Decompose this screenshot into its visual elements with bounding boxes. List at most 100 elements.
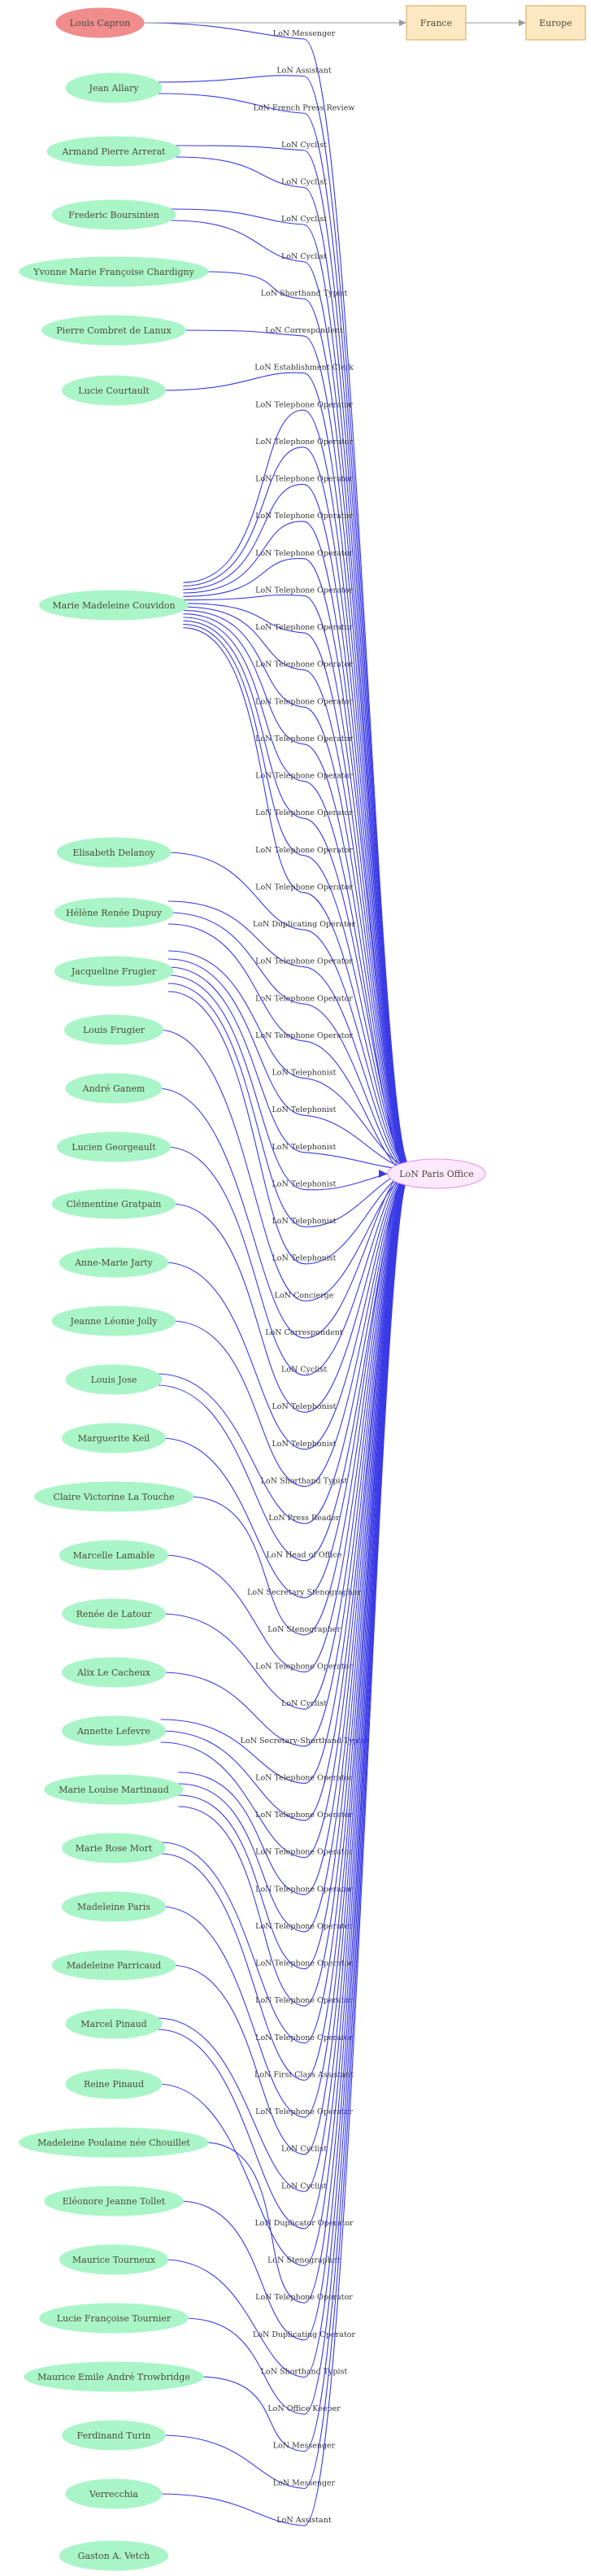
edge-marcel-pinaud-2 <box>156 1170 411 2229</box>
edge-label: LoN Telephone Operator <box>255 1996 353 2005</box>
node-person-madeleine-poulaine-nee-chouillet[interactable]: Madeleine Poulaine née Chouillet <box>19 2127 209 2158</box>
edge-jacqueline-frugier-6 <box>167 991 411 1265</box>
edge-annette-lefevre-3 <box>160 1166 411 1859</box>
node-person-reine-pinaud[interactable]: Reine Pinaud <box>65 2068 163 2099</box>
edge-marie-madeleine-couvidon-13 <box>183 624 411 1169</box>
node-person-clementine-gratpain[interactable]: Clémentine Gratpain <box>51 1188 176 1219</box>
node-person-lucien-georgeault[interactable]: Lucien Georgeault <box>56 1131 172 1162</box>
node-person-anne-marie-jarty[interactable]: Anne-Marie Jarty <box>59 1247 169 1278</box>
edge-label: LoN Telephone Operator <box>255 512 353 521</box>
node-person-lucie-francoise-tournier[interactable]: Lucie Françoise Tournier <box>39 2303 189 2334</box>
node-country-france[interactable]: France <box>406 5 467 41</box>
edge-marie-madeleine-couvidon-10 <box>183 613 411 1174</box>
edge-jacqueline-frugier-4 <box>167 974 411 1191</box>
node-person-marie-louise-martinaud[interactable]: Marie Louise Martinaud <box>44 1774 184 1805</box>
node-person-ferdinand-turin[interactable]: Ferdinand Turin <box>62 2420 166 2451</box>
edge-armand-pierre-arrerat-1 <box>176 145 411 1171</box>
node-person-alix-le-cacheux[interactable]: Alix Le Cacheux <box>62 1657 166 1688</box>
node-person-marcel-pinaud[interactable]: Marcel Pinaud <box>65 2008 163 2039</box>
node-person-armand-pierre-arrerat[interactable]: Armand Pierre Arrerat <box>46 136 181 167</box>
node-person-louis-jose[interactable]: Louis Jose <box>65 1364 163 1395</box>
edge-frederic-boursinien-1 <box>170 208 411 1174</box>
edge-helene-renee-dupuy-1 <box>167 900 411 1173</box>
edge-label: LoN Telephone Operator <box>255 846 353 855</box>
node-person-jeanne-leonie-jolly[interactable]: Jeanne Léonie Jolly <box>51 1305 176 1336</box>
node-label: Marcel Pinaud <box>80 2019 146 2029</box>
node-person-marie-rose-mort[interactable]: Marie Rose Mort <box>62 1833 166 1863</box>
edge-label: LoN Correspondent <box>265 1328 343 1337</box>
node-person-frederic-boursinien[interactable]: Frederic Boursinien <box>51 199 176 230</box>
edge-label: LoN French Press Review <box>254 103 355 112</box>
edge-label: LoN Telephone Operator <box>255 1663 353 1672</box>
edge-label: LoN Stenographer <box>267 1625 341 1634</box>
node-person-claire-victorine-la-touche[interactable]: Claire Victorine La Touche <box>33 1481 194 1512</box>
edge-label: LoN Telephone Operator <box>255 549 353 558</box>
node-label: Verrecchia <box>89 2489 138 2500</box>
node-person-gaston-a-vetch[interactable]: Gaston A. Vetch <box>59 2540 169 2571</box>
edge-label: LoN Cyclist <box>281 215 327 224</box>
node-label: Louis Jose <box>91 1375 137 1385</box>
node-label: Alix Le Cacheux <box>76 1667 151 1678</box>
node-person-maurice-emile-andre-trowbridge[interactable]: Maurice Emile André Trowbridge <box>24 2361 204 2392</box>
node-person-pierre-combret-de-lanux[interactable]: Pierre Combret de Lanux <box>41 315 186 346</box>
edge-label: LoN Telephonist <box>272 1254 336 1263</box>
node-label: André Ganem <box>82 1083 146 1094</box>
node-person-maurice-tourneux[interactable]: Maurice Tourneux <box>59 2244 169 2275</box>
edge-marie-madeleine-couvidon-9 <box>183 609 411 1173</box>
node-label: Pierre Combret de Lanux <box>56 325 172 336</box>
edge-jeanne-leonie-jolly-1 <box>170 1171 411 1488</box>
edge-label: LoN Telephone Operator <box>255 697 353 706</box>
node-person-jacqueline-frugier[interactable]: Jacqueline Frugier <box>54 956 174 987</box>
node-label: Louis Frugier <box>83 1025 146 1035</box>
edge-label: LoN Press Reader <box>268 1514 340 1523</box>
node-person-marcelle-lamable[interactable]: Marcelle Lamable <box>59 1540 169 1571</box>
node-person-madeleine-parricaud[interactable]: Madeleine Parricaud <box>51 1950 176 1981</box>
edge-clementine-gratpain-1 <box>170 1168 411 1413</box>
node-label: Marguerite Keil <box>78 1433 150 1444</box>
edge-label: LoN Cyclist <box>281 2182 327 2190</box>
node-person-jean-allary[interactable]: Jean Allary <box>65 72 163 103</box>
node-person-elisabeth-delanoy[interactable]: Elisabeth Delanoy <box>56 837 172 868</box>
node-person-lucie-courtault[interactable]: Lucie Courtault <box>62 375 166 406</box>
edge-label: LoN Telephone Operator <box>255 734 353 743</box>
node-person-marguerite-keil[interactable]: Marguerite Keil <box>62 1423 166 1454</box>
node-label: Ferdinand Turin <box>77 2430 151 2441</box>
edge-jean-allary-2 <box>156 93 411 1170</box>
edge-label: LoN Telephone Operator <box>255 438 353 447</box>
edge-elisabeth-delanoy-1 <box>165 852 411 1171</box>
node-person-madeleine-paris[interactable]: Madeleine Paris <box>62 1891 166 1922</box>
node-label: Clémentine Gratpain <box>67 1199 162 1210</box>
node-label: Armand Pierre Arrerat <box>62 146 167 157</box>
edge-label: LoN Duplicating Operator <box>253 920 356 929</box>
edge-label: LoN Telephone Operator <box>255 660 353 669</box>
edge-lucie-courtault-1 <box>160 372 411 1170</box>
edge-label: LoN Telephone Operator <box>255 2107 353 2116</box>
node-root[interactable]: Louis Capron <box>55 7 145 38</box>
node-person-verrecchia[interactable]: Verrecchia <box>65 2478 163 2509</box>
node-person-annette-lefevre[interactable]: Annette Lefevre <box>62 1715 166 1746</box>
node-person-helene-renee-dupuy[interactable]: Hélène Renée Dupuy <box>54 897 174 928</box>
node-person-renee-de-latour[interactable]: Renée de Latour <box>62 1598 166 1629</box>
node-person-louis-frugier[interactable]: Louis Frugier <box>64 1014 163 1045</box>
edge-label: LoN Secretary-Shorthand-Typist <box>241 1737 368 1746</box>
edge-label: LoN Telephonist <box>272 1217 336 1226</box>
edge-label: LoN Telephone Operator <box>255 1773 353 1782</box>
node-person-yvonne-marie-francoise-chardigny[interactable]: Yvonne Marie Françoise Chardigny <box>19 256 209 287</box>
edge-label: LoN Secretary Stenographer <box>247 1588 361 1597</box>
node-country-europe[interactable]: Europe <box>525 5 586 41</box>
node-person-andre-ganem[interactable]: André Ganem <box>65 1073 163 1104</box>
edge-louis-frugier-1 <box>158 1029 411 1301</box>
edge-label: LoN Shorthand Typist <box>261 1476 348 1485</box>
node-label: Lucie Courtault <box>78 386 150 396</box>
node-office[interactable]: LoN Paris Office <box>387 1158 486 1189</box>
edge-jacqueline-frugier-1 <box>167 950 411 1167</box>
edge-marie-louise-martinaud-1 <box>178 1167 411 1895</box>
edge-label: LoN Correspondent <box>265 326 343 335</box>
edge-jacqueline-frugier-3 <box>167 966 411 1170</box>
edge-helene-renee-dupuy-2 <box>167 912 411 1174</box>
edge-marguerite-keil-1 <box>160 1166 411 1598</box>
node-person-marie-madeleine-couvidon[interactable]: Marie Madeleine Couvidon <box>39 590 189 621</box>
node-person-eleonore-jeanne-tollet[interactable]: Eléonore Jeanne Tollet <box>44 2186 184 2216</box>
office-arrowhead <box>379 1170 387 1178</box>
edge-madeleine-paris-1 <box>160 1166 411 2118</box>
